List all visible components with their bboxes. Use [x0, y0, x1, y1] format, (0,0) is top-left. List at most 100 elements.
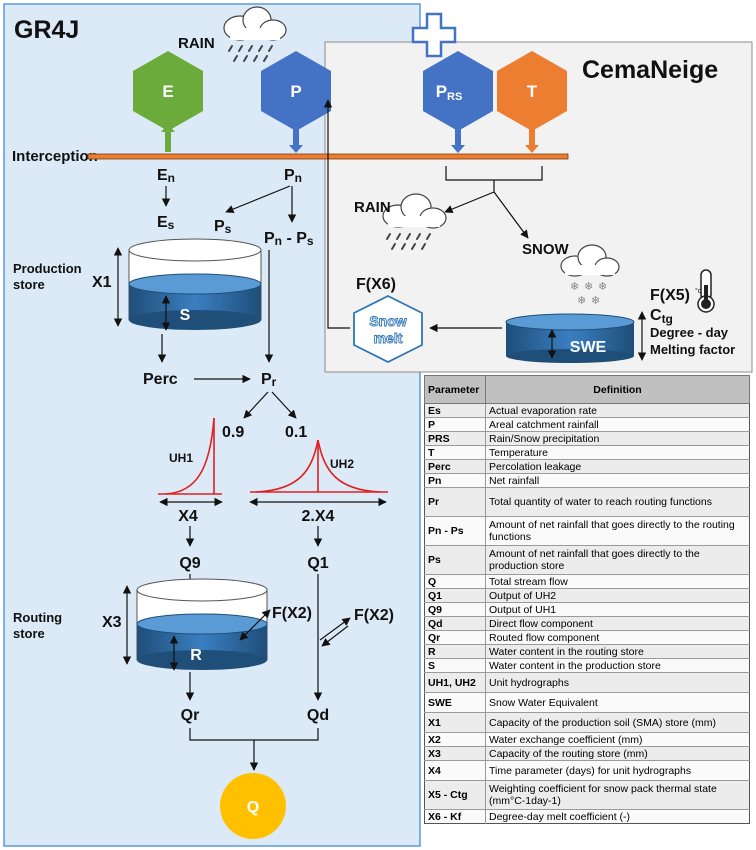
pr-split-09: [243, 391, 269, 419]
param-name: Pn - Ps: [424, 516, 486, 546]
param-definition: Areal catchment rainfall: [485, 417, 750, 432]
qd-label: Qd: [307, 707, 329, 724]
pr-split-01: [271, 391, 297, 419]
x4-label: X4: [178, 508, 198, 525]
es-label: Es: [157, 214, 175, 232]
svg-text:R: R: [190, 647, 202, 664]
q9-label: Q9: [179, 555, 200, 572]
rain-label-top: RAIN: [178, 35, 215, 52]
production-store-label-2: store: [13, 277, 45, 292]
routing-store-label-1: Routing: [13, 610, 62, 625]
input-arrows: [161, 124, 539, 153]
snow-melt-hexagon: Snow melt: [353, 294, 423, 364]
svg-text:E: E: [162, 82, 173, 101]
table-header-definition: Definition: [485, 375, 750, 404]
param-definition: Amount of net rainfall that goes directl…: [485, 516, 750, 546]
svg-text:❄: ❄: [598, 281, 607, 293]
svg-text:melt: melt: [374, 330, 403, 346]
param-name: Q9: [424, 602, 486, 617]
param-definition: Snow Water Equivalent: [485, 692, 750, 713]
svg-text:SWE: SWE: [570, 339, 607, 356]
split-01-label: 0.1: [285, 424, 307, 441]
param-definition: Total stream flow: [485, 574, 750, 589]
snowmelt-return-line: [323, 99, 350, 329]
svg-text:Snow: Snow: [369, 313, 406, 329]
uh1-hydrograph: [158, 417, 222, 495]
table-header-parameter: Parameter: [424, 375, 486, 404]
routing-store: R: [136, 578, 268, 671]
param-name: PRS: [424, 431, 486, 446]
rain-cloud-icon: [223, 6, 287, 62]
param-definition: Total quantity of water to reach routing…: [485, 487, 750, 517]
svg-text:S: S: [180, 307, 191, 324]
fx2-label-b: F(X2): [354, 607, 394, 624]
param-definition: Capacity of the routing store (mm): [485, 746, 750, 761]
param-definition: Water content in the routing store: [485, 644, 750, 659]
snow-cloud-icon: ❄❄❄ ❄❄: [560, 244, 620, 307]
param-definition: Water content in the production store: [485, 658, 750, 673]
production-store-label-1: Production: [13, 261, 82, 276]
x3-label: X3: [102, 614, 122, 631]
param-name: R: [424, 644, 486, 659]
svg-text:P: P: [290, 82, 301, 101]
param-name: X3: [424, 746, 486, 761]
param-definition: Amount of net rainfall that goes directl…: [485, 545, 750, 575]
production-store: S: [128, 238, 262, 331]
param-definition: Degree-day melt coefficient (-): [485, 809, 750, 824]
snow-rain-cloud-icon: [382, 193, 447, 250]
param-name: Q: [424, 574, 486, 589]
param-name: P: [424, 417, 486, 432]
fx2-store-arrow: [239, 609, 271, 641]
svg-text:❄: ❄: [584, 281, 593, 293]
fx2-direct-arrow-2: [321, 625, 349, 647]
prs-t-combiner: [444, 166, 543, 239]
split-09-label: 0.9: [222, 424, 244, 441]
param-definition: Rain/Snow precipitation: [485, 431, 750, 446]
svg-text:❄: ❄: [577, 295, 586, 307]
param-name: X2: [424, 732, 486, 747]
param-name: Q1: [424, 588, 486, 603]
param-name: Pr: [424, 487, 486, 517]
param-name: SWE: [424, 692, 486, 713]
pr-label: Pr: [261, 371, 277, 389]
x4-2-label: 2.X4: [302, 508, 335, 525]
gr4j-title: GR4J: [14, 16, 79, 44]
input-e-hexagon: E: [133, 51, 203, 131]
param-name: S: [424, 658, 486, 673]
pn-label: Pn: [284, 167, 302, 185]
param-definition: Unit hydrographs: [485, 672, 750, 693]
q1-label: Q1: [307, 555, 328, 572]
melting-factor-label: Melting factor: [650, 342, 735, 357]
fx2-direct-arrow-1: [319, 617, 351, 641]
param-name: Qd: [424, 616, 486, 631]
ctg-label: Ctg: [650, 307, 673, 326]
param-name: X1: [424, 712, 486, 733]
param-name: Pn: [424, 473, 486, 488]
fx5-label: F(X5): [650, 287, 690, 304]
uh1-label: UH1: [169, 451, 193, 465]
param-name: Es: [424, 403, 486, 418]
param-definition: Capacity of the production soil (SMA) st…: [485, 712, 750, 733]
cemaneige-title: CemaNeige: [582, 56, 718, 84]
thermometer-icon: [697, 269, 715, 313]
param-definition: Output of UH1: [485, 602, 750, 617]
perc-label: Perc: [143, 371, 178, 388]
param-definition: Output of UH2: [485, 588, 750, 603]
param-name: Ps: [424, 545, 486, 575]
